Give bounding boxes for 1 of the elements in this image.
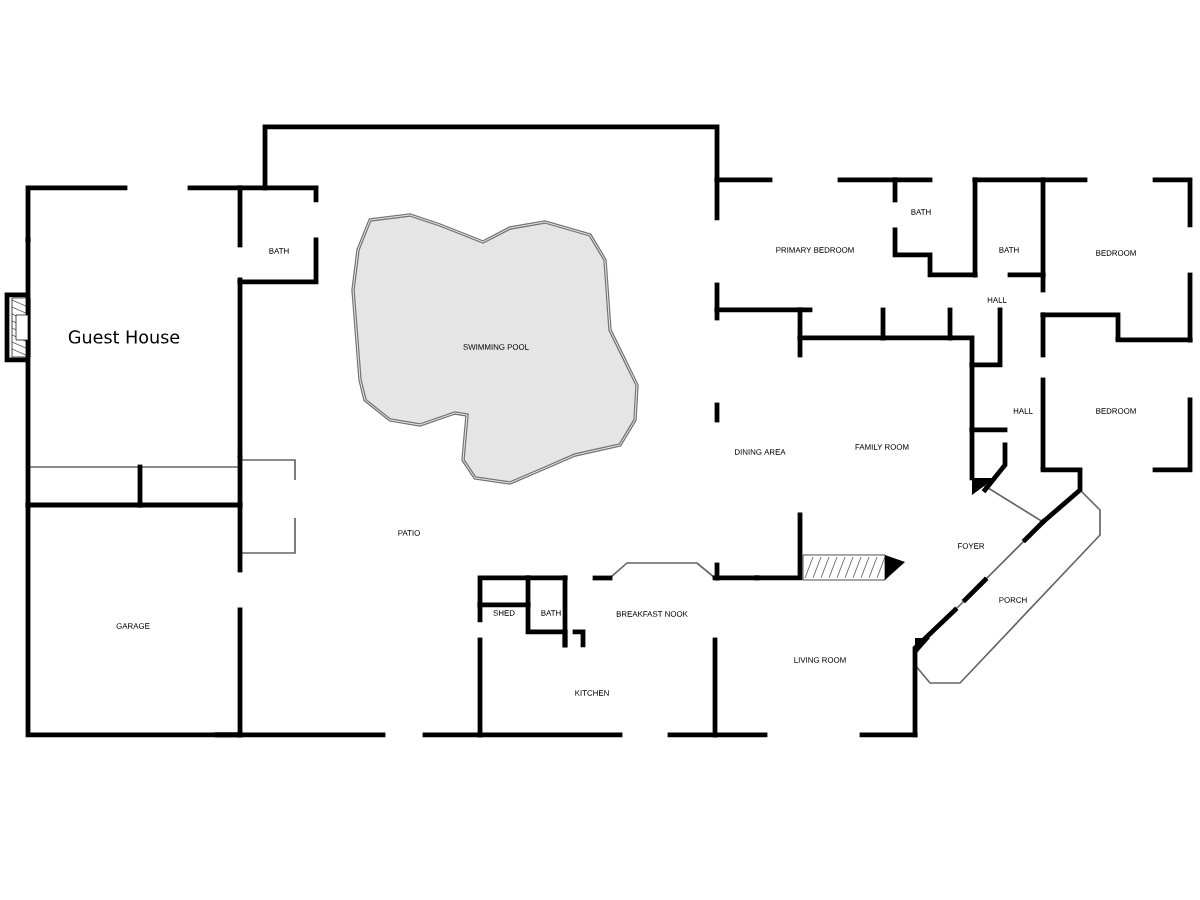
room-label: Guest House (68, 330, 180, 344)
